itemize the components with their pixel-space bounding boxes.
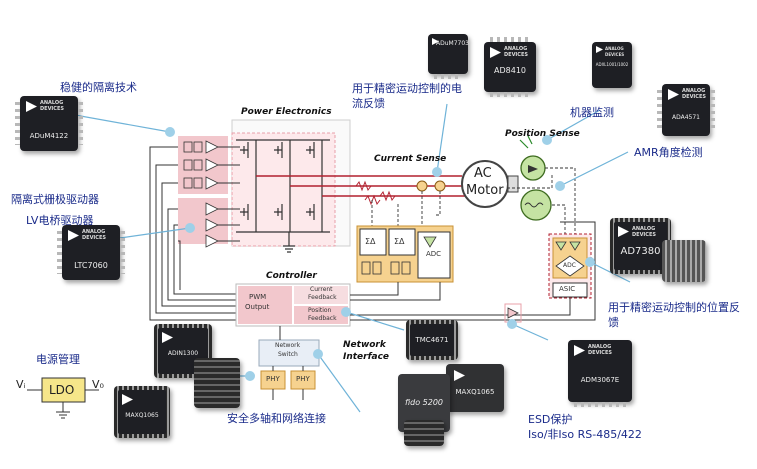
label-esd-protect: ESD保护 bbox=[528, 413, 573, 426]
chip-ltc7060: ANALOG DEVICES LTC7060 bbox=[57, 225, 125, 280]
sigma-delta-2: ΣΔ bbox=[394, 237, 405, 246]
chip-adm3067e: ANALOG DEVICES ADM3067E bbox=[568, 340, 632, 407]
chip-adum4122: ANALOG DEVICES ADuM4122 bbox=[15, 96, 83, 151]
chip-ad7380: ANALOG DEVICES AD7380 bbox=[610, 218, 671, 274]
adc-label: ADC bbox=[426, 250, 442, 258]
feedback-wires bbox=[350, 221, 596, 321]
label-power-management: 电源管理 bbox=[36, 353, 80, 366]
position-adc-label: ADC bbox=[563, 262, 576, 269]
sense-dashed bbox=[371, 191, 441, 228]
chip-bga-left bbox=[194, 358, 240, 408]
position-fb-label-2: Feedback bbox=[308, 315, 337, 322]
power-electronics-title: Power Electronics bbox=[241, 107, 332, 117]
network-switch-box bbox=[258, 339, 320, 367]
phy-label-2: PHY bbox=[296, 375, 310, 383]
asic-label: ASIC bbox=[559, 285, 576, 293]
label-amr-angle: AMR角度检测 bbox=[634, 146, 703, 159]
phy-label-1: PHY bbox=[266, 375, 280, 383]
chip-maxq1065-right: MAXQ1065 bbox=[446, 364, 504, 412]
ldo-wires bbox=[27, 389, 99, 419]
gate-driver-stack bbox=[178, 136, 228, 248]
pwm-label-1: PWM bbox=[249, 293, 267, 301]
network-switch-label-1: Network bbox=[275, 342, 301, 349]
position-sense-title: Position Sense bbox=[505, 129, 580, 139]
label-isolation-tech: 稳健的隔离技术 bbox=[60, 81, 137, 94]
chip-ada4571: ANALOG DEVICES ADA4571 bbox=[657, 84, 715, 136]
network-interface-title-2: Interface bbox=[343, 352, 390, 362]
hall-sensors bbox=[416, 180, 446, 192]
chip-maxq1065-left: MAXQ1065 bbox=[114, 386, 170, 438]
label-rs485: Iso/非Iso RS-485/422 bbox=[528, 428, 642, 441]
callout-bullets bbox=[165, 127, 595, 381]
vo-label: V₀ bbox=[92, 378, 104, 391]
network-interface-title-1: Network bbox=[343, 340, 386, 350]
current-fb-label-1: Current bbox=[310, 286, 333, 293]
sigma-delta-1: ΣΔ bbox=[365, 237, 376, 246]
label-lv-bridge-driver: LV电桥驱动器 bbox=[26, 214, 94, 227]
pwm-label-2: Output bbox=[245, 303, 270, 311]
motor-phase-wires bbox=[256, 175, 466, 197]
encoder-disc-bottom bbox=[520, 189, 552, 221]
label-machine-monitoring: 机器监测 bbox=[570, 106, 614, 119]
chip-ad7380-back bbox=[662, 240, 706, 282]
current-fb-label-2: Feedback bbox=[308, 294, 337, 301]
label-position-feedback: 用于精密运动控制的位置反馈 bbox=[608, 301, 740, 329]
label-isolated-gate-driver: 隔离式栅极驱动器 bbox=[11, 193, 99, 206]
network-switch-label-2: Switch bbox=[278, 351, 298, 358]
controller-title: Controller bbox=[266, 271, 317, 281]
label-safety-network: 安全多轴和网络连接 bbox=[227, 412, 326, 425]
position-fb-label-1: Position bbox=[308, 307, 332, 314]
chip-adxl: ANALOG DEVICES ADXL1001/1002 bbox=[592, 42, 632, 88]
chip-adum7703: ADuM7703 bbox=[428, 34, 469, 79]
chip-tmc4671: TMC4671 bbox=[406, 320, 458, 360]
current-sense-title: Current Sense bbox=[374, 154, 447, 164]
ldo-label: LDO bbox=[49, 383, 75, 397]
chip-ad8410: ANALOG DEVICES AD8410 bbox=[484, 37, 536, 97]
motor-label-2: Motor bbox=[466, 183, 504, 198]
motor-label-1: AC bbox=[474, 166, 492, 181]
shunt-resistors bbox=[355, 180, 396, 206]
vi-label: Vᵢ bbox=[16, 378, 26, 391]
inverter-box bbox=[231, 132, 336, 247]
chip-bga-bottom bbox=[404, 420, 444, 446]
label-current-feedback: 用于精密运动控制的电流反馈 bbox=[352, 82, 462, 110]
ldo-box bbox=[41, 377, 86, 403]
